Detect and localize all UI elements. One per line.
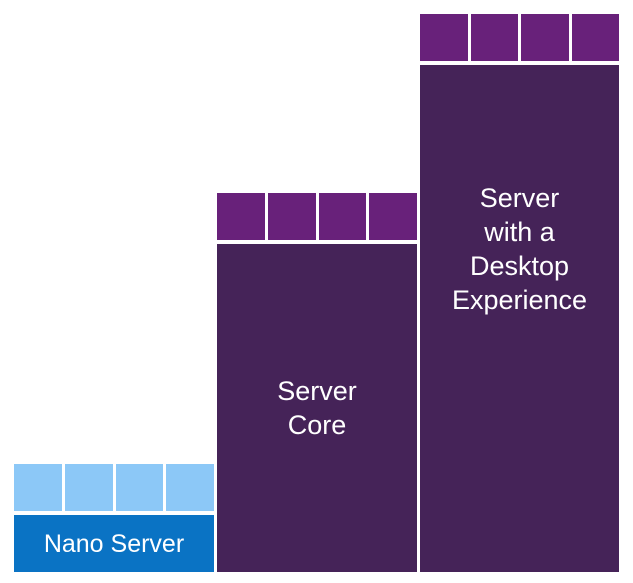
server-core-block: Server Core [217, 244, 417, 572]
desktop-experience-block: Server with a Desktop Experience [420, 65, 619, 572]
server-core-label: Server Core [277, 376, 357, 440]
desktop-experience-cap [521, 14, 569, 61]
server-core-cap [217, 193, 265, 240]
nano-server-block: Nano Server [14, 515, 214, 572]
server-core-cap [267, 193, 316, 240]
nano-server-cap [166, 464, 214, 511]
desktop-experience-cap [571, 14, 619, 61]
nano-server-cap [115, 464, 164, 511]
server-core-caps [217, 193, 417, 240]
nano-server-cap [64, 464, 113, 511]
server-core-cap [318, 193, 367, 240]
nano-server-column: Nano Server [14, 464, 214, 572]
desktop-experience-column: Server with a Desktop Experience [420, 14, 619, 572]
desktop-experience-cap [420, 14, 468, 61]
server-core-cap [369, 193, 417, 240]
desktop-experience-label: Server with a Desktop Experience [451, 182, 588, 315]
desktop-experience-cap [470, 14, 518, 61]
server-core-column: Server Core [217, 193, 417, 572]
nano-server-label: Nano Server [43, 529, 185, 558]
desktop-experience-caps [420, 14, 619, 61]
nano-server-cap [14, 464, 62, 511]
nano-server-caps [14, 464, 214, 511]
